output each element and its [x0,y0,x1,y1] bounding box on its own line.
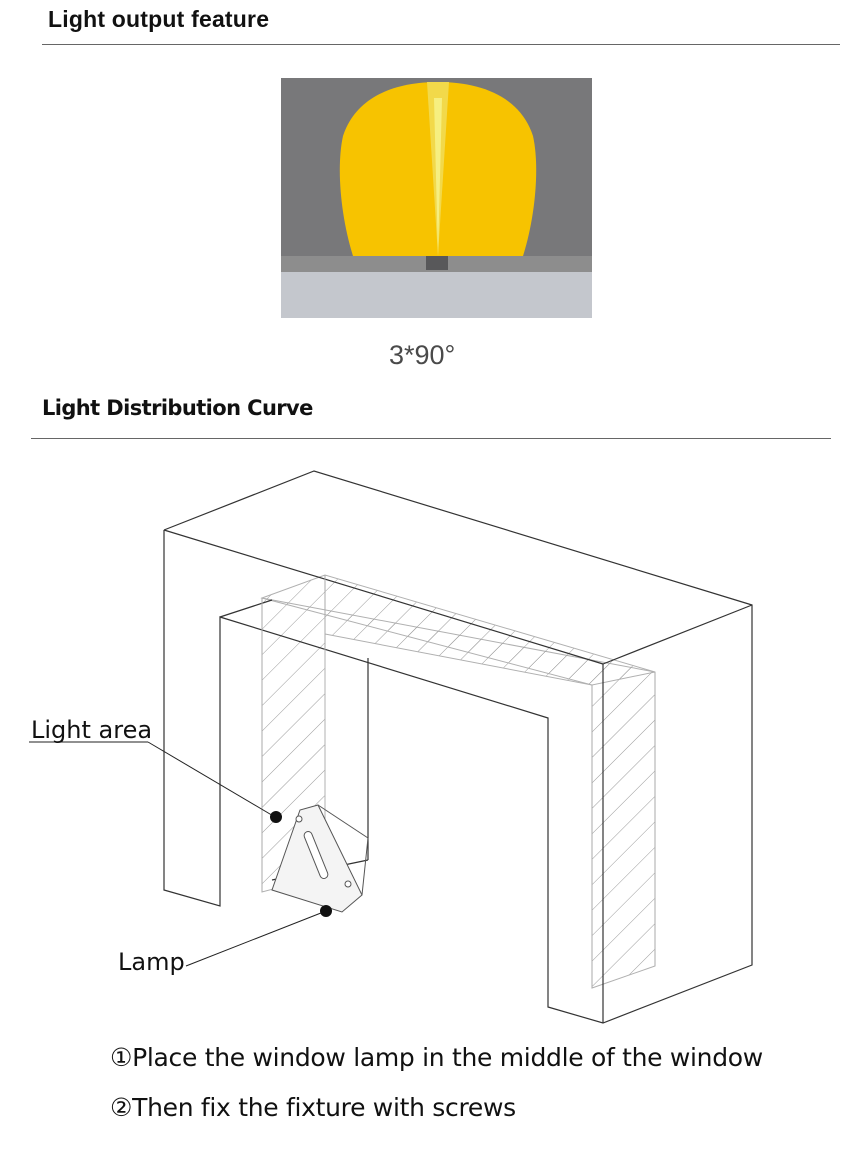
beam-illustration [281,78,592,318]
callout-lines [29,741,327,967]
divider [31,438,831,439]
beam-core [434,98,442,256]
beam-angle-label: 3*90° [389,340,456,370]
instruction-step-1: ①Place the window lamp in the middle of … [110,1043,763,1072]
floor [281,272,592,318]
installation-diagram [0,450,847,1050]
light-area-label: Light area [31,716,153,744]
lamp-fixture [271,804,369,913]
light-area-hatch [260,574,656,989]
section-title-distribution: Light Distribution Curve [42,396,313,420]
instruction-step-2: ②Then fix the fixture with screws [110,1093,516,1122]
divider [42,44,840,45]
section-title-light-output: Light output feature [48,6,270,32]
lamp-chip [426,256,448,270]
light-area-marker [270,811,282,823]
lamp-marker [320,905,332,917]
lamp-label: Lamp [118,948,185,976]
